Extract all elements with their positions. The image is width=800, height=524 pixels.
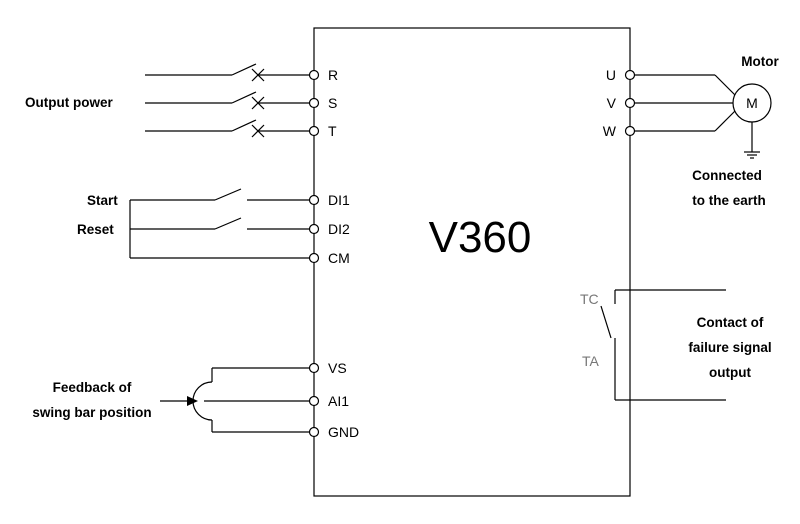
inverter-box [313, 27, 631, 497]
feedback-label-line2: swing bar position [32, 405, 151, 420]
terminal-di2-label: DI2 [328, 221, 350, 237]
terminal-vs [308, 362, 320, 374]
terminal-u [624, 69, 636, 81]
relay-label-line2: failure signal [688, 340, 771, 355]
terminal-cm [308, 252, 320, 264]
feedback-label-line1: Feedback of [53, 380, 132, 395]
terminal-s [308, 97, 320, 109]
terminal-gnd-label: GND [328, 424, 359, 440]
start-label: Start [87, 193, 118, 208]
terminal-cm-label: CM [328, 250, 350, 266]
terminal-w-label: W [603, 123, 617, 139]
motor-label: Motor [741, 54, 779, 69]
motor-symbol-label: M [746, 95, 758, 111]
terminal-t-label: T [328, 123, 337, 139]
terminal-gnd [308, 426, 320, 438]
terminal-tc-label: TC [580, 291, 599, 307]
terminal-r [308, 69, 320, 81]
motor-output-wiring [635, 74, 760, 159]
terminal-v [624, 97, 636, 109]
earth-label-line1: Connected [692, 168, 762, 183]
reset-label: Reset [77, 222, 114, 237]
power-input-wiring [145, 63, 309, 138]
analog-input-wiring [160, 367, 309, 433]
terminal-ta-label: TA [582, 353, 600, 369]
terminal-w [624, 125, 636, 137]
terminal-ai1-label: AI1 [328, 393, 349, 409]
terminal-ai1 [308, 395, 320, 407]
terminal-r-label: R [328, 67, 338, 83]
terminal-t [308, 125, 320, 137]
motor-symbol-icon [732, 83, 772, 123]
terminal-di1 [308, 194, 320, 206]
digital-input-wiring [129, 188, 309, 259]
relay-output-wiring [600, 289, 726, 401]
relay-label-line3: output [709, 365, 751, 380]
terminal-u-label: U [606, 67, 616, 83]
earth-label-line2: to the earth [692, 193, 766, 208]
terminal-vs-label: VS [328, 360, 347, 376]
terminal-di2 [308, 223, 320, 235]
relay-label-line1: Contact of [697, 315, 764, 330]
output-power-label: Output power [25, 95, 113, 110]
terminal-v-label: V [607, 95, 617, 111]
terminal-di1-label: DI1 [328, 192, 350, 208]
terminal-s-label: S [328, 95, 337, 111]
device-model: V360 [429, 213, 532, 262]
feedback-arrow-icon [187, 396, 198, 406]
